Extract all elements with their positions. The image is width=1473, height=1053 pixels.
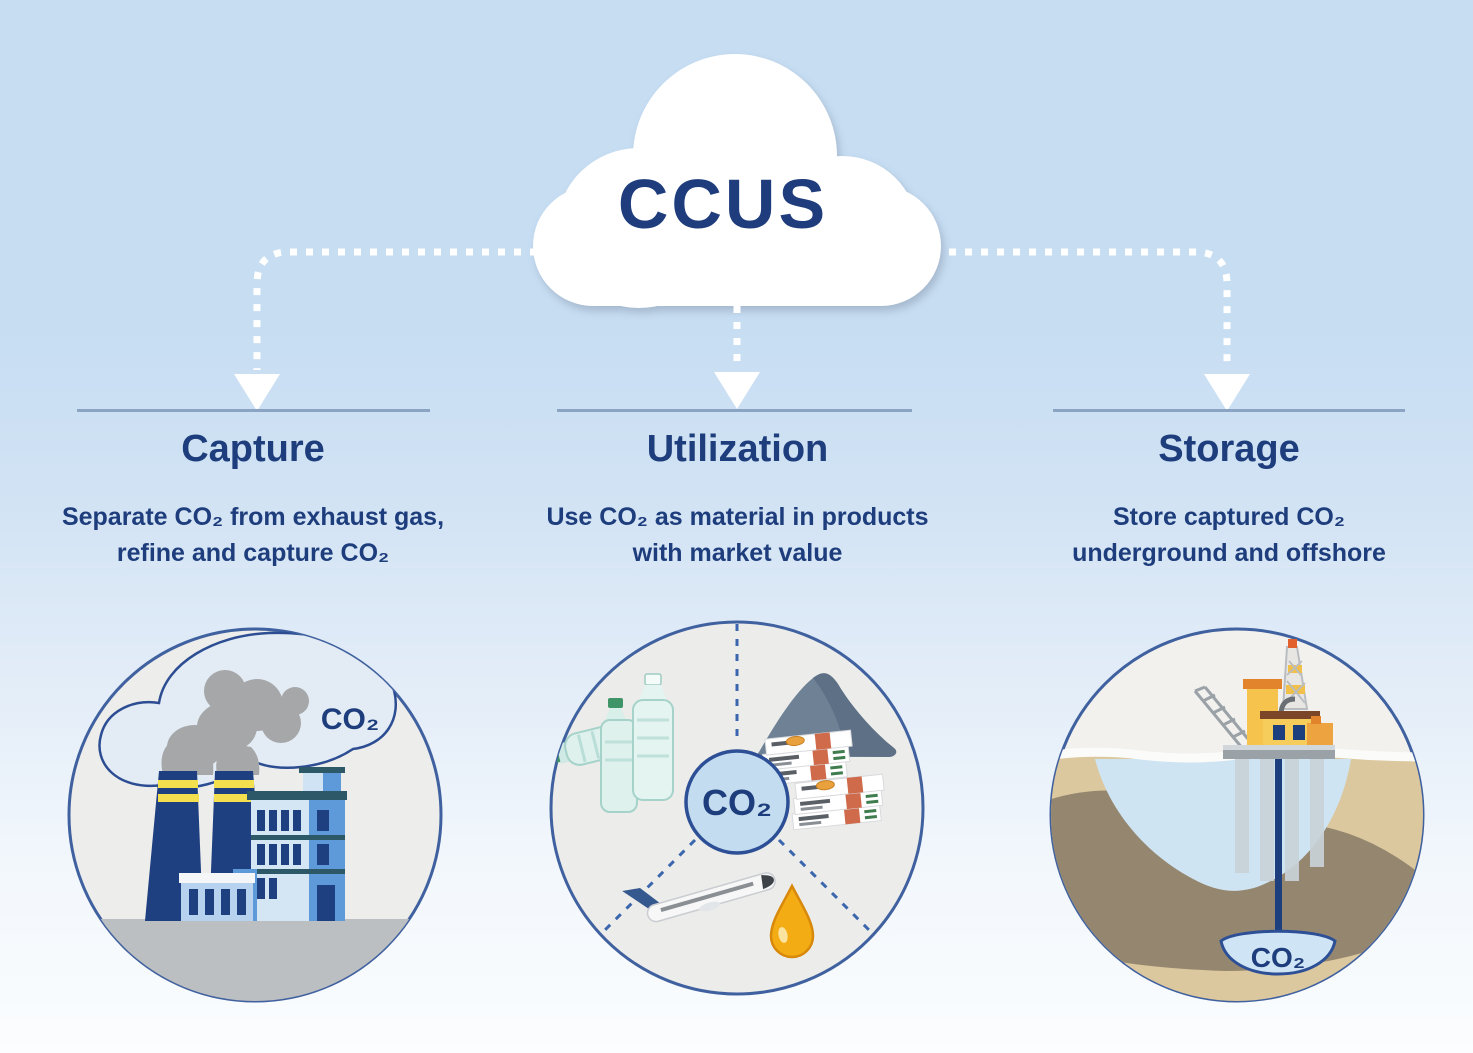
connector-left [253,248,537,370]
section-utilization: Utilization Use CO₂ as material in produ… [510,428,965,571]
smoke-plume-icon [161,670,309,775]
connector-right [949,248,1231,370]
co2-hub: CO₂ [684,749,790,855]
airplane-icon [622,872,776,923]
capture-title: Capture [181,428,325,470]
arrowhead-right-icon [1204,374,1250,411]
utilization-desc-line2: with market value [632,539,843,567]
divider-line [557,409,912,412]
co2-injection-pipe [1275,755,1282,945]
capture-illustration: CO₂ [67,627,443,1003]
capture-co2-label: CO₂ [321,703,379,736]
arrowhead-middle-icon [714,372,760,409]
utilization-co2-label: CO₂ [702,782,772,823]
utilization-illustration: CO₂ [549,620,925,996]
arrowhead-left-icon [234,374,280,411]
capture-desc-line1: Separate CO₂ from exhaust gas, [61,503,445,531]
offshore-platform-icon [1193,639,1335,759]
ccus-cloud: CCUS [515,52,955,308]
storage-desc-line2: underground and offshore [1072,539,1386,567]
storage-title: Storage [1158,428,1300,470]
divider-line [77,409,430,412]
storage-illustration: CO₂ [1049,627,1425,1003]
section-capture: Capture Separate CO₂ from exhaust gas, r… [27,428,479,571]
divider-line [1053,409,1405,412]
utilization-title: Utilization [646,428,829,470]
derrick-tower [1281,639,1309,710]
storage-desc-line1: Store captured CO₂ [1113,503,1345,531]
utilization-desc-line1: Use CO₂ as material in products [546,503,929,531]
ground [69,919,441,1001]
section-storage: Storage Store captured CO₂ underground a… [1014,428,1444,571]
cloud-base [533,186,941,306]
co2-reservoir: CO₂ [1219,929,1337,976]
platform-legs [1235,755,1324,881]
page-title: CCUS [617,165,829,243]
sector-dashed-lines [599,624,875,936]
capture-desc-line2: refine and capture CO₂ [116,539,390,567]
oil-drop-icon [769,883,815,959]
factory-buildings-icon [179,767,347,921]
storage-co2-label: CO₂ [1251,942,1305,973]
